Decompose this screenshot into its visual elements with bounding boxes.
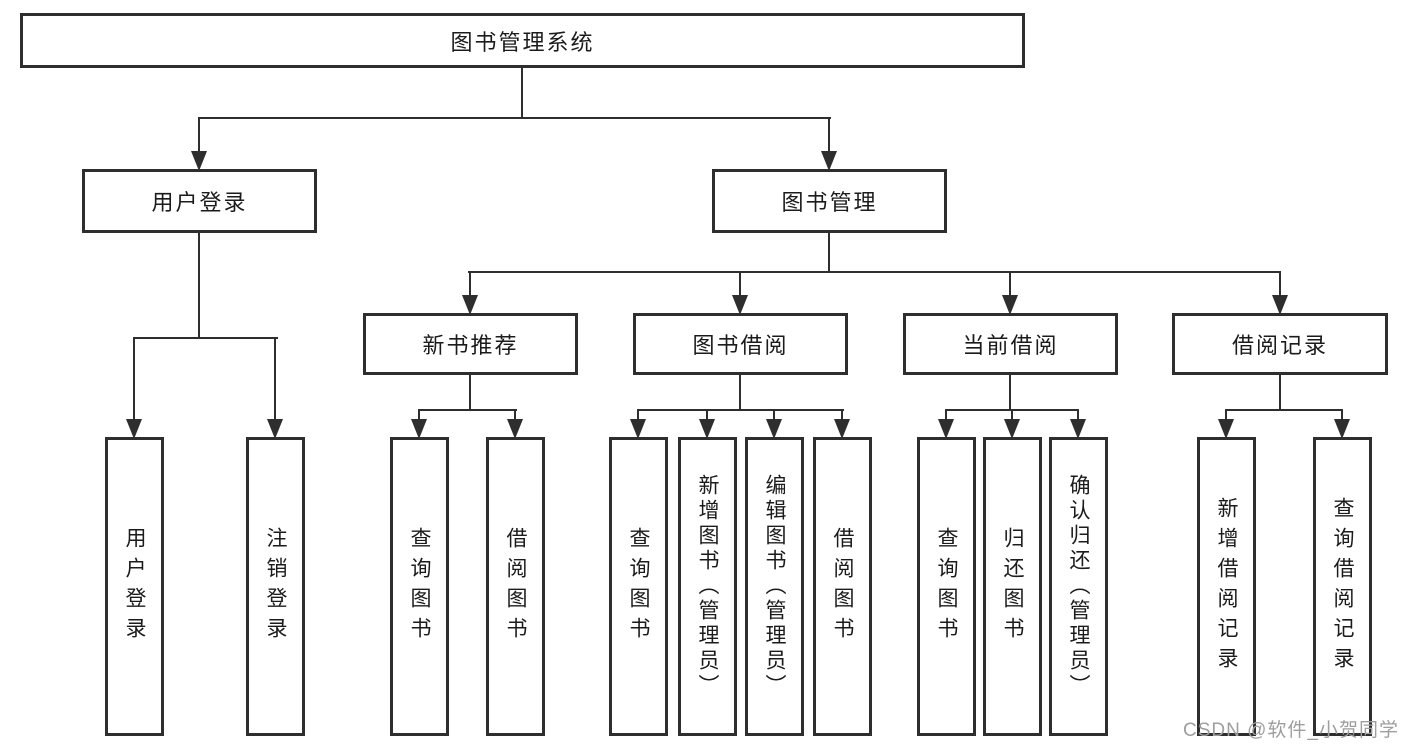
arrow-down-icon <box>191 151 207 171</box>
connector-v-line <box>1009 271 1011 297</box>
arrow-down-icon <box>1334 419 1350 439</box>
node-label: 借阅记录 <box>1231 333 1328 358</box>
node-user-login: 用户登录 <box>82 169 317 233</box>
leaf-logout: 注销登录 <box>246 437 305 736</box>
connector-v-line <box>828 117 830 153</box>
connector-v-line <box>1279 271 1281 297</box>
connector-v-line <box>1225 409 1227 422</box>
connector-h-line <box>1225 409 1343 411</box>
leaf-user-login: 用户登录 <box>105 437 164 736</box>
csdn-watermark: CSDN @软件_小贺同学 <box>1183 720 1399 741</box>
node-label: 图书管理系统 <box>450 29 595 55</box>
connector-v-line <box>773 409 775 422</box>
connector-v-line <box>521 65 523 119</box>
connector-v-line <box>739 373 741 411</box>
arrow-down-icon <box>1004 419 1020 439</box>
leaf-return-books: 归还图书 <box>983 437 1042 736</box>
leaf-borrow-books: 借阅图书 <box>813 437 872 736</box>
leaf-label: 查询借阅记录 <box>1331 496 1354 677</box>
leaf-label: 查询图书 <box>408 526 431 647</box>
node-book-management-system: 图书管理系统 <box>20 13 1025 68</box>
leaf-query-books-current: 查询图书 <box>917 437 976 736</box>
arrow-down-icon <box>126 419 142 439</box>
node-current-borrowing: 当前借阅 <box>903 313 1118 375</box>
arrow-down-icon <box>834 419 850 439</box>
arrow-down-icon <box>411 419 427 439</box>
connector-v-line <box>828 230 830 273</box>
leaf-label: 借阅图书 <box>831 526 854 647</box>
leaf-borrow-books-recommend: 借阅图书 <box>486 437 545 736</box>
arrow-down-icon <box>938 419 954 439</box>
connector-h-line <box>637 409 844 411</box>
connector-v-line <box>198 230 200 339</box>
leaf-label: 注销登录 <box>264 526 287 647</box>
node-label: 图书管理 <box>781 190 878 215</box>
connector-v-line <box>706 409 708 422</box>
leaf-query-borrow-record: 查询借阅记录 <box>1313 437 1372 736</box>
arrow-down-icon <box>732 295 748 315</box>
arrow-down-icon <box>821 151 837 171</box>
leaf-label: 编辑图书（管理员） <box>763 474 786 699</box>
connector-v-line <box>1341 409 1343 422</box>
connector-v-line <box>637 409 639 422</box>
connector-h-line <box>198 117 831 119</box>
node-label: 用户登录 <box>151 190 248 215</box>
connector-v-line <box>1011 409 1013 422</box>
connector-h-line <box>418 409 517 411</box>
connector-v-line <box>1279 373 1281 411</box>
leaf-label: 新增借阅记录 <box>1215 496 1238 677</box>
connector-v-line <box>1009 373 1011 411</box>
arrow-down-icon <box>630 419 646 439</box>
connector-v-line <box>841 409 843 422</box>
leaf-query-books-recommend: 查询图书 <box>390 437 449 736</box>
connector-v-line <box>469 373 471 411</box>
connector-v-line <box>739 271 741 297</box>
arrow-down-icon <box>1272 295 1288 315</box>
leaf-add-borrow-record: 新增借阅记录 <box>1197 437 1256 736</box>
connector-h-line <box>133 337 278 339</box>
node-label: 当前借阅 <box>962 333 1059 358</box>
arrow-down-icon <box>1002 295 1018 315</box>
connector-v-line <box>1077 409 1079 422</box>
arrow-down-icon <box>507 419 523 439</box>
node-book-management: 图书管理 <box>712 169 947 233</box>
connector-v-line <box>133 337 135 422</box>
node-label: 图书借阅 <box>692 333 789 358</box>
node-book-borrowing: 图书借阅 <box>633 313 848 375</box>
leaf-query-books-borrow: 查询图书 <box>609 437 668 736</box>
connector-v-line <box>274 337 276 422</box>
node-borrowing-records: 借阅记录 <box>1172 313 1388 375</box>
node-new-book-recommendation: 新书推荐 <box>363 313 578 375</box>
leaf-label: 查询图书 <box>627 526 650 647</box>
leaf-label: 新增图书（管理员） <box>696 474 719 699</box>
arrow-down-icon <box>267 419 283 439</box>
connector-v-line <box>418 409 420 422</box>
arrow-down-icon <box>1218 419 1234 439</box>
arrow-down-icon <box>462 295 478 315</box>
leaf-label: 查询图书 <box>935 526 958 647</box>
leaf-confirm-return-admin: 确认归还（管理员） <box>1049 437 1108 736</box>
node-label: 新书推荐 <box>422 333 519 358</box>
leaf-label: 用户登录 <box>123 526 146 647</box>
arrow-down-icon <box>699 419 715 439</box>
connector-v-line <box>514 409 516 422</box>
leaf-label: 归还图书 <box>1001 526 1024 647</box>
connector-h-line <box>468 271 1281 273</box>
arrow-down-icon <box>1070 419 1086 439</box>
arrow-down-icon <box>766 419 782 439</box>
leaf-label: 确认归还（管理员） <box>1067 474 1090 699</box>
connector-v-line <box>469 271 471 297</box>
connector-v-line <box>945 409 947 422</box>
leaf-add-books-admin: 新增图书（管理员） <box>678 437 737 736</box>
leaf-edit-books-admin: 编辑图书（管理员） <box>745 437 804 736</box>
connector-v-line <box>198 117 200 153</box>
leaf-label: 借阅图书 <box>504 526 527 647</box>
